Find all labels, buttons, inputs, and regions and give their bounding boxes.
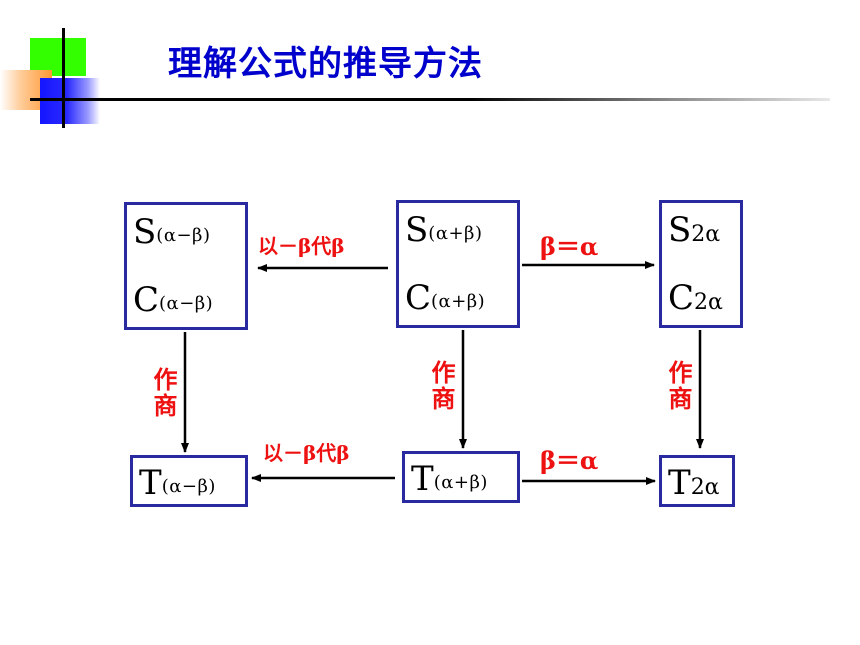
formula-letter: T: [411, 459, 434, 499]
formula-subscript: (α−β): [156, 225, 211, 246]
label-replace-beta-top: 以－β代β: [258, 234, 345, 258]
formula-letter: S: [668, 210, 692, 250]
formula-letter: C: [405, 278, 432, 318]
formula-subscript: 2α: [690, 475, 720, 500]
label-quotient-mid: 作商: [427, 360, 456, 412]
formula-t-plus: T(α+β): [411, 462, 488, 496]
box-plus-t: T(α+β): [402, 451, 520, 503]
formula-subscript: 2α: [694, 290, 723, 315]
formula-s-minus: S(α−β): [133, 215, 211, 249]
title-underline: [30, 98, 830, 101]
formula-s-2a: S2α: [668, 213, 720, 247]
formula-letter: T: [139, 463, 162, 503]
box-2a-t: T2α: [659, 455, 735, 507]
box-minus-sc: S(α−β) C(α−β): [124, 202, 248, 330]
formula-subscript: 2α: [691, 222, 721, 247]
formula-letter: C: [668, 278, 695, 318]
formula-s-plus: S(α+β): [405, 213, 483, 247]
formula-t-2a: T2α: [668, 466, 720, 500]
formula-subscript: (α+β): [433, 472, 488, 493]
label-quotient-left: 作商: [149, 367, 178, 419]
formula-subscript: (α−β): [159, 293, 214, 314]
formula-c-plus: C(α+β): [405, 281, 485, 315]
label-beta-eq-alpha-top: β＝α: [540, 232, 599, 261]
formula-letter: C: [133, 280, 160, 320]
box-minus-t: T(α−β): [130, 455, 248, 507]
label-replace-beta-bottom: 以－β代β: [263, 441, 350, 465]
formula-subscript: (α+β): [431, 291, 486, 312]
formula-subscript: (α−β): [161, 476, 216, 497]
decor-green-square: [30, 38, 86, 76]
decor-vertical-line: [62, 28, 65, 128]
label-quotient-right: 作商: [664, 360, 693, 412]
formula-letter: S: [405, 210, 429, 250]
formula-c-2a: C2α: [668, 281, 723, 315]
page-title: 理解公式的推导方法: [168, 44, 483, 84]
formula-c-minus: C(α−β): [133, 283, 213, 317]
formula-subscript: (α+β): [428, 223, 483, 244]
box-2a-sc: S2α C2α: [659, 200, 743, 328]
decor-blue-square: [40, 78, 100, 124]
label-beta-eq-alpha-bottom: β＝α: [540, 446, 599, 475]
formula-t-minus: T(α−β): [139, 466, 216, 500]
box-plus-sc: S(α+β) C(α+β): [396, 200, 520, 328]
formula-letter: T: [668, 463, 691, 503]
formula-letter: S: [133, 212, 157, 252]
